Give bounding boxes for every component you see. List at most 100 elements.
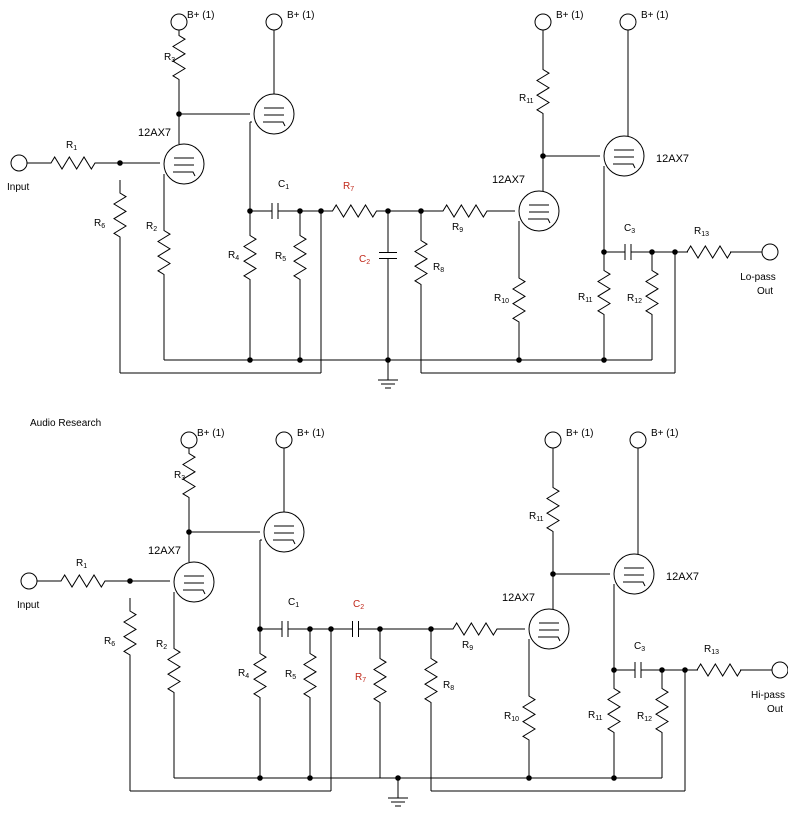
r6-label: R6 — [94, 218, 105, 230]
junction-dot — [117, 160, 123, 166]
tube-envelope — [263, 511, 305, 553]
resistor — [50, 156, 96, 170]
r9-label: R9 — [452, 222, 463, 234]
resistor — [686, 245, 732, 259]
label-subscript: 3 — [641, 646, 645, 653]
resistor — [424, 643, 438, 718]
c1-label: C1 — [288, 597, 299, 609]
resistor — [440, 204, 490, 218]
label-subscript: 11 — [536, 516, 543, 523]
resistor — [536, 58, 550, 125]
r8-label: R8 — [443, 680, 454, 692]
b-plus-label: B+ (1) — [197, 428, 225, 439]
junction-dot — [257, 775, 263, 781]
resistor — [546, 476, 560, 543]
r3-label: R3 — [174, 470, 185, 482]
r10-label: R10 — [494, 293, 509, 305]
label-subscript: 12 — [634, 298, 642, 305]
c1-label: C1 — [278, 179, 289, 191]
r11-label: R11 — [519, 93, 534, 105]
label-subscript: 3 — [171, 57, 175, 64]
resistor — [303, 643, 317, 708]
r7-label: R7 — [355, 672, 366, 684]
label-subscript: 9 — [459, 227, 463, 234]
label-subscript: 10 — [501, 298, 509, 305]
label-subscript: 10 — [511, 716, 519, 723]
resistor — [167, 638, 181, 703]
output-label: Out — [767, 704, 783, 715]
r9-label: R9 — [462, 640, 473, 652]
b-plus-terminal — [180, 431, 198, 449]
label-subscript: 3 — [181, 475, 185, 482]
circuit-title: Audio Research — [30, 418, 101, 429]
c2-label: C2 — [359, 254, 370, 266]
resistor — [243, 225, 257, 290]
r2-label: R2 — [146, 221, 157, 233]
label-subscript: 13 — [711, 649, 719, 656]
r7-label: R7 — [343, 181, 354, 193]
junction-dot — [601, 357, 607, 363]
label-subscript: 3 — [631, 228, 635, 235]
tube-label: 12AX7 — [492, 174, 525, 186]
resistor — [293, 225, 307, 290]
input-terminal — [20, 572, 38, 590]
resistor — [597, 260, 611, 325]
label-subscript: 2 — [153, 226, 157, 233]
tube-cathode — [538, 636, 561, 642]
tube-envelope — [253, 93, 295, 135]
label-subscript: 6 — [101, 223, 105, 230]
junction-dot — [247, 357, 253, 363]
resistor — [607, 678, 621, 743]
label-subscript: 11 — [595, 715, 602, 722]
b-plus-label: B+ (1) — [287, 10, 315, 21]
resistor — [645, 260, 659, 325]
junction-dot — [516, 357, 522, 363]
tube-label: 12AX7 — [502, 592, 535, 604]
resistor — [512, 270, 526, 330]
label-subscript: 11 — [526, 98, 533, 105]
label-subscript: 1 — [83, 563, 87, 570]
b-plus-terminal — [275, 431, 293, 449]
resistor — [655, 678, 669, 743]
r1-label: R1 — [76, 558, 87, 570]
tube-cathode — [613, 163, 636, 169]
output-label: Lo-pass — [740, 272, 776, 283]
label-subscript: 12 — [644, 716, 652, 723]
label-subscript: 2 — [366, 259, 370, 266]
b-plus-label: B+ (1) — [556, 10, 584, 21]
b-plus-label: B+ (1) — [566, 428, 594, 439]
label-subscript: 1 — [285, 184, 289, 191]
label-subscript: 7 — [350, 186, 354, 193]
junction-dot — [127, 578, 133, 584]
label-subscript: 4 — [245, 673, 249, 680]
r1-label: R1 — [66, 140, 77, 152]
r6-label: R6 — [104, 636, 115, 648]
r11-label: R11 — [588, 710, 603, 722]
label-subscript: 5 — [282, 256, 286, 263]
b-plus-terminal — [170, 13, 188, 31]
label-subscript: 8 — [440, 267, 444, 274]
tube-cathode — [273, 539, 296, 545]
label-subscript: 9 — [469, 645, 473, 652]
bottom-title-group: Audio Research — [30, 418, 101, 429]
tube-envelope — [528, 608, 570, 650]
b-plus-label: B+ (1) — [641, 10, 669, 21]
tube-label: 12AX7 — [656, 153, 689, 165]
output-label: Out — [757, 286, 773, 297]
resistor — [414, 225, 428, 300]
r13-label: R13 — [694, 226, 709, 238]
c3-label: C3 — [634, 641, 645, 653]
tube-cathode — [263, 121, 286, 127]
label-subscript: 6 — [111, 641, 115, 648]
label-subscript: 2 — [360, 604, 364, 611]
output-label: Hi-pass — [751, 690, 785, 701]
label-subscript: 2 — [163, 644, 167, 651]
r5-label: R5 — [275, 251, 286, 263]
resistor — [696, 663, 742, 677]
output-terminal — [761, 243, 779, 261]
label-subscript: 11 — [585, 297, 592, 304]
label-subscript: 7 — [362, 677, 366, 684]
